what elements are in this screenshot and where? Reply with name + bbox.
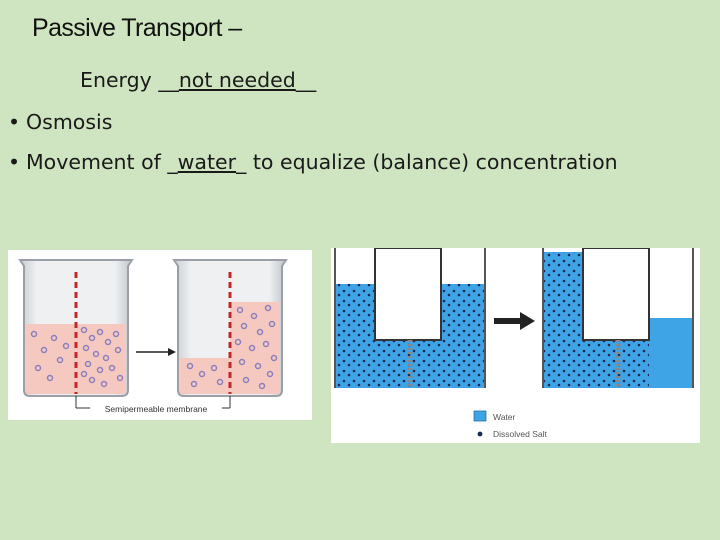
energy-label: Energy xyxy=(80,68,152,92)
legend-water: Water xyxy=(493,412,516,422)
salt-legend-icon xyxy=(477,431,483,437)
slide-title: Passive Transport – xyxy=(32,14,242,42)
membrane-label-connector xyxy=(75,396,231,409)
legend: Water Dissolved Salt xyxy=(473,410,547,439)
solute-particles-right xyxy=(186,304,278,390)
bullet-osmosis: •Osmosis xyxy=(8,110,112,134)
u-tube-before xyxy=(334,248,486,388)
solute-particles-left xyxy=(30,326,124,388)
energy-answer: not needed xyxy=(178,68,296,92)
water-legend-icon xyxy=(473,410,487,422)
beaker-after xyxy=(172,259,288,397)
right-arrow-icon xyxy=(136,348,176,356)
bullet-suffix: to equalize (balance) concentration xyxy=(252,150,618,174)
legend-salt: Dissolved Salt xyxy=(493,429,547,439)
u-tube-after xyxy=(542,248,694,388)
water-blank-after: _ xyxy=(236,150,247,174)
bullet-text: Osmosis xyxy=(26,110,113,134)
energy-blank-after: __ xyxy=(295,68,317,92)
energy-line: Energy __not needed__ xyxy=(80,68,316,92)
water-blank-before: _ xyxy=(167,150,178,174)
bullet-prefix: Movement of xyxy=(26,150,161,174)
water-answer: water xyxy=(177,150,237,174)
osmosis-beakers-figure: Semipermeable membrane xyxy=(8,250,312,420)
bullet-marker: • xyxy=(8,150,21,174)
bullet-movement: •Movement of _water_ to equalize (balanc… xyxy=(8,150,618,174)
u-tube-figure: Water Dissolved Salt xyxy=(331,248,700,443)
solution-left-after xyxy=(180,358,230,394)
bullet-marker: • xyxy=(8,110,21,134)
membrane-label: Semipermeable membrane xyxy=(105,404,208,414)
right-arrow-icon xyxy=(494,312,535,330)
energy-blank-before: __ xyxy=(158,68,179,92)
beaker-before xyxy=(18,259,134,397)
